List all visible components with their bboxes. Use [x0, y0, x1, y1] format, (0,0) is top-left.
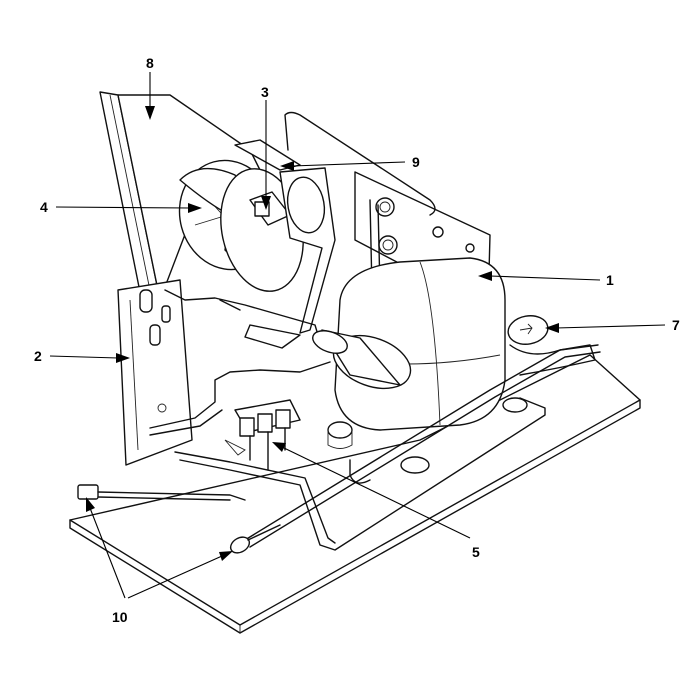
callout-3: 3	[261, 84, 269, 100]
callout-1: 1	[606, 272, 614, 288]
fan-blade	[178, 159, 304, 292]
base-plate	[69, 354, 641, 634]
callout-9: 9	[412, 154, 420, 170]
callout-4: 4	[40, 199, 48, 215]
compressor	[312, 257, 528, 474]
callout-labels: 1 2 3 4 5 7 8 9 10	[34, 55, 680, 625]
leader-lines	[49, 72, 666, 599]
callout-10: 10	[112, 609, 128, 625]
callout-8: 8	[146, 55, 154, 71]
thermostat-control	[224, 399, 301, 471]
callout-7: 7	[672, 317, 680, 333]
fan-shroud	[244, 167, 336, 349]
callout-5: 5	[472, 544, 480, 560]
refrigerant-lines	[149, 344, 601, 551]
power-cord	[77, 484, 281, 554]
callout-2: 2	[34, 348, 42, 364]
mounting-bracket	[117, 279, 193, 466]
condenser-tubing	[164, 199, 381, 336]
